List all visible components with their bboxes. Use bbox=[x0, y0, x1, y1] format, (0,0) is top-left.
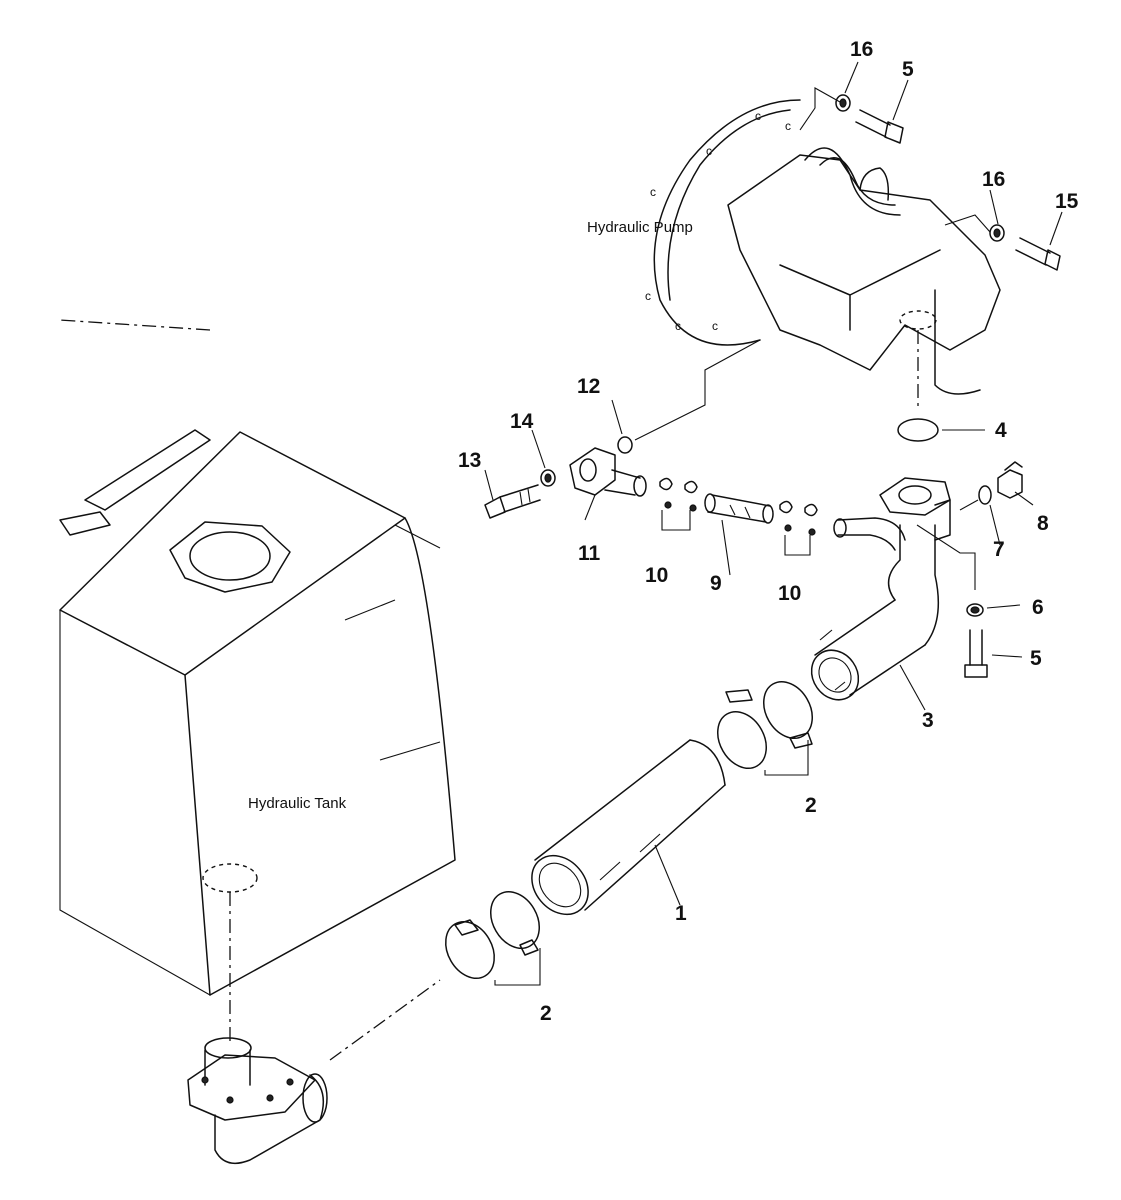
callout-9: 9 bbox=[710, 572, 722, 595]
svg-text:c: c bbox=[785, 119, 791, 133]
pump-bolts bbox=[835, 94, 1061, 271]
callout-11: 11 bbox=[578, 542, 601, 565]
drain-fitting-assembly bbox=[484, 339, 761, 521]
callout-15: 15 bbox=[1055, 190, 1079, 213]
hydraulic-pump: c c c c c c c bbox=[645, 87, 1001, 410]
o-ring-4 bbox=[897, 418, 939, 442]
callout-5-top: 5 bbox=[902, 58, 914, 81]
callout-7: 7 bbox=[993, 538, 1005, 561]
svg-text:c: c bbox=[675, 319, 681, 333]
hose-clamps-lower bbox=[445, 891, 541, 986]
callout-10-left: 10 bbox=[645, 564, 668, 587]
callout-6: 6 bbox=[1032, 596, 1044, 619]
callout-5-lower: 5 bbox=[1030, 647, 1042, 670]
svg-text:c: c bbox=[712, 319, 718, 333]
callout-4: 4 bbox=[995, 419, 1007, 442]
hydraulic-tank-label: Hydraulic Tank bbox=[248, 795, 347, 812]
plug-assembly bbox=[959, 461, 1023, 511]
svg-text:c: c bbox=[755, 109, 761, 123]
hydraulic-pump-label: Hydraulic Pump bbox=[587, 219, 693, 236]
callout-14: 14 bbox=[510, 410, 534, 433]
callout-3: 3 bbox=[922, 709, 934, 732]
callout-2-upper: 2 bbox=[805, 794, 817, 817]
leader-lines bbox=[484, 61, 1063, 906]
tank-outlet-elbow bbox=[187, 979, 441, 1165]
svg-text:c: c bbox=[645, 289, 651, 303]
callout-16-right: 16 bbox=[982, 168, 1005, 191]
callout-numbers: 16 5 16 15 4 12 14 13 11 10 9 10 8 7 6 5… bbox=[458, 38, 1079, 1025]
svg-text:c: c bbox=[650, 185, 656, 199]
suction-elbow-pipe bbox=[810, 477, 976, 701]
callout-1: 1 bbox=[675, 902, 687, 925]
callout-12: 12 bbox=[577, 375, 600, 398]
callout-16-top: 16 bbox=[850, 38, 873, 61]
svg-text:c: c bbox=[706, 144, 712, 158]
small-hose-assembly bbox=[659, 477, 818, 556]
callout-8: 8 bbox=[1037, 512, 1049, 535]
suction-hose bbox=[531, 739, 726, 916]
callout-10-right: 10 bbox=[778, 582, 801, 605]
callout-2-lower: 2 bbox=[540, 1002, 552, 1025]
callout-13: 13 bbox=[458, 449, 481, 472]
hose-clamps-upper bbox=[717, 681, 813, 776]
hydraulic-tank bbox=[59, 319, 456, 1045]
elbow-bolts bbox=[964, 603, 1023, 678]
